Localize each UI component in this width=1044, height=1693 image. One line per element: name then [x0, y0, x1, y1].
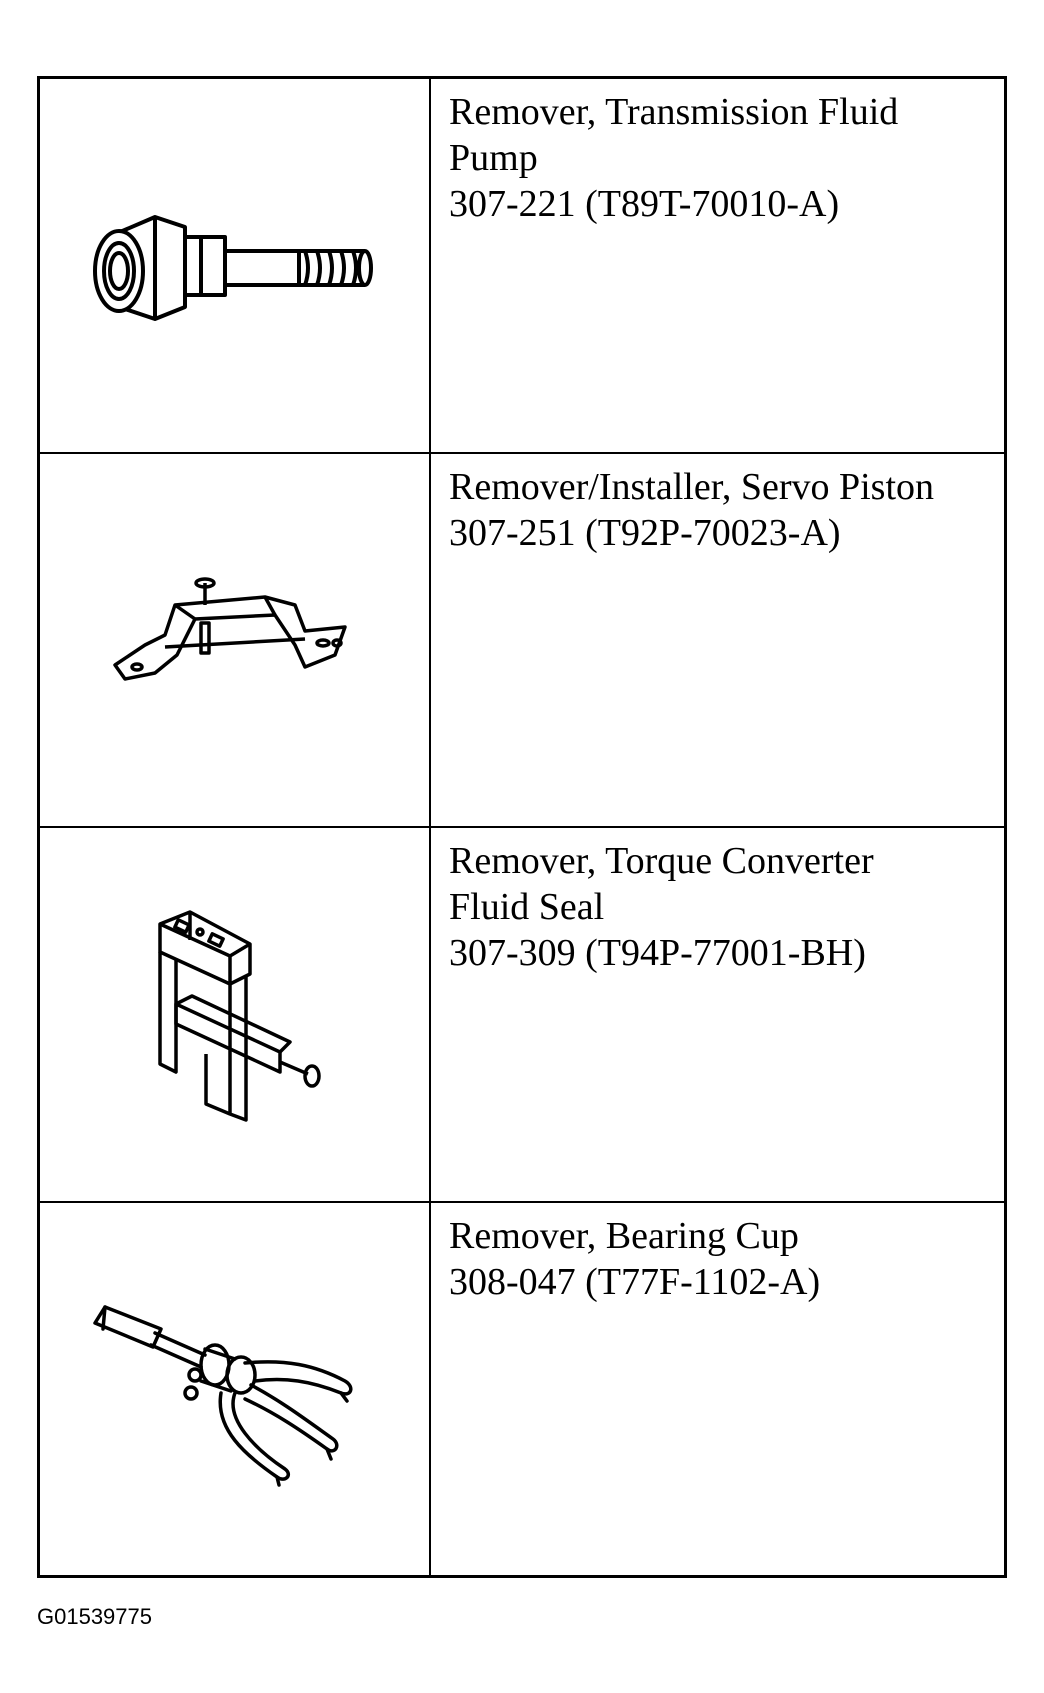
figure-id: G01539775 — [37, 1604, 152, 1629]
table-row: Remover/Installer, Servo Piston 307-251 … — [40, 453, 1004, 828]
tool-name-line: Pump — [449, 137, 538, 179]
tool-name-line: Fluid Seal — [449, 886, 605, 928]
tool-description: Remover, Bearing Cup 308-047 (T77F-1102-… — [431, 1203, 1004, 1576]
tool-table: Remover, Transmission Fluid Pump 307-221… — [37, 76, 1007, 1578]
tool-number: 307-309 (T94P-77001-BH) — [449, 932, 866, 974]
tool-image-cell — [40, 1202, 431, 1575]
servo-piston-tool-icon — [112, 577, 347, 681]
tool-number: 307-251 (T92P-70023-A) — [449, 511, 841, 554]
bearing-cup-remover-icon — [92, 1305, 353, 1487]
table-row: Remover, Torque Converter Fluid Seal 307… — [40, 828, 1004, 1203]
tool-description: Remover, Torque Converter Fluid Seal 307… — [431, 828, 1004, 1201]
tool-description: Remover, Transmission Fluid Pump 307-221… — [431, 79, 1004, 452]
tool-name-line: Remover, Bearing Cup — [449, 1214, 799, 1257]
seal-remover-icon — [157, 910, 321, 1122]
tool-description: Remover/Installer, Servo Piston 307-251 … — [431, 454, 1004, 827]
tool-name-line: Remover, Torque Converter — [449, 840, 874, 882]
table-row: Remover, Transmission Fluid Pump 307-221… — [40, 79, 1004, 454]
table-row: Remover, Bearing Cup 308-047 (T77F-1102-… — [40, 1202, 1004, 1576]
tool-name-line: Remover/Installer, Servo Piston — [449, 465, 935, 508]
tool-image-cell — [40, 453, 431, 826]
tool-image-cell — [40, 79, 431, 452]
tool-number: 308-047 (T77F-1102-A) — [449, 1260, 821, 1303]
tool-name-line: Remover, Transmission Fluid — [449, 91, 899, 133]
pump-remover-icon — [92, 215, 373, 322]
tool-number: 307-221 (T89T-70010-A) — [449, 183, 840, 225]
tool-image-cell — [40, 828, 431, 1201]
